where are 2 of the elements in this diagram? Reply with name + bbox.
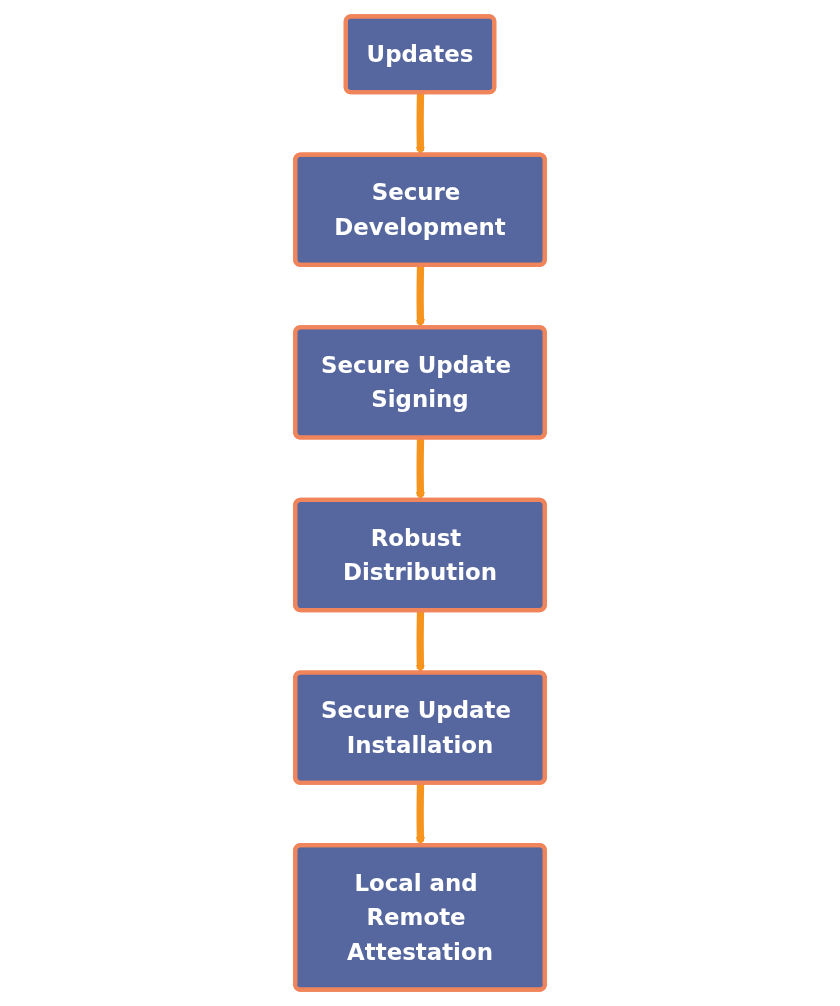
arrow [415,437,425,501]
arrow [415,92,425,156]
